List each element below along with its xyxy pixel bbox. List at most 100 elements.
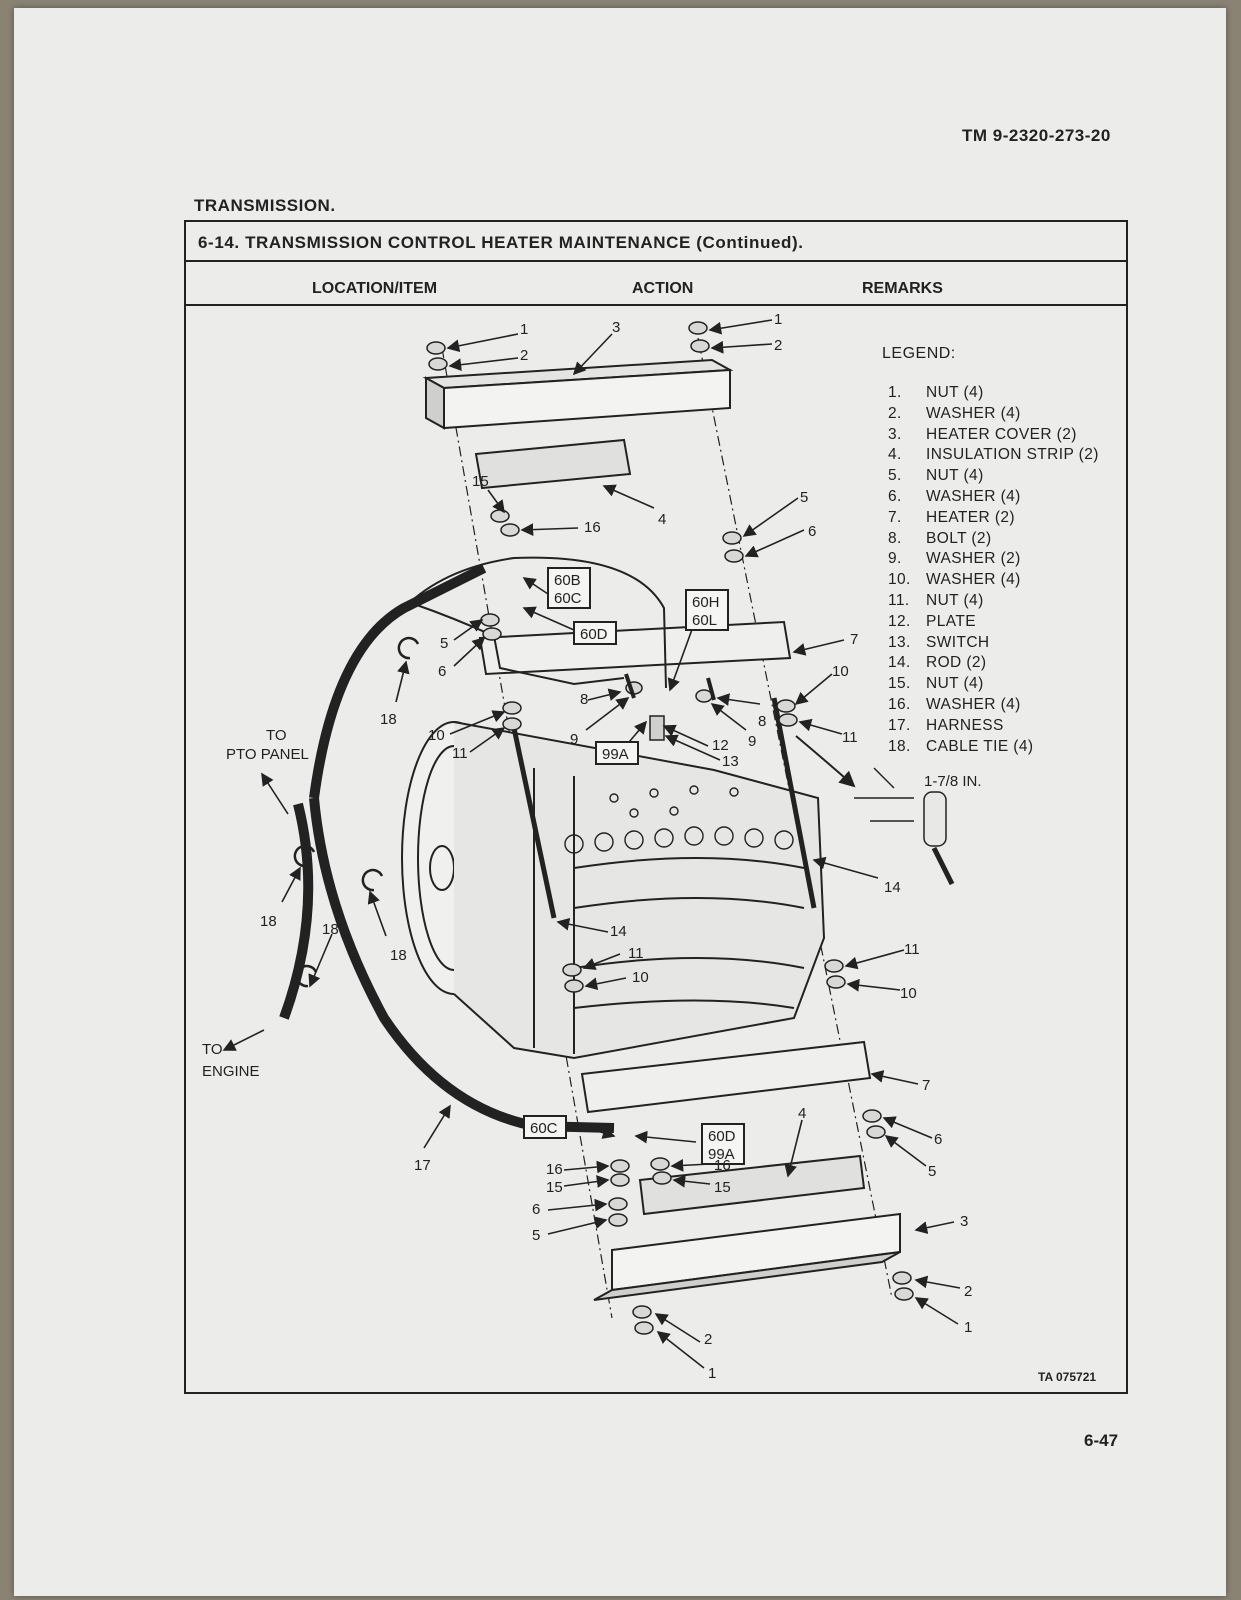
callout: 16 xyxy=(584,519,601,536)
callout: 18 xyxy=(380,711,397,728)
legend-item: 12.PLATE xyxy=(888,612,976,630)
insulation-strip-top xyxy=(474,438,632,490)
rod-left xyxy=(511,727,557,919)
callout: 18 xyxy=(322,921,339,938)
tag-60d: 60D xyxy=(580,626,608,643)
callout: 18 xyxy=(390,947,407,964)
part-callouts: 1 2 3 1 2 15 16 4 5 6 5 6 7 8 8 9 9 10 1… xyxy=(260,311,972,1382)
tag-60c-lower: 60C xyxy=(530,1120,558,1137)
callout: 8 xyxy=(758,713,766,730)
callout: 11 xyxy=(904,941,920,958)
callout: 4 xyxy=(798,1105,806,1122)
callout: 15 xyxy=(546,1179,563,1196)
wire-tags: 60B 60C 60D 60H 60L 99A 60C 60D 99A xyxy=(523,567,745,1165)
callout: 6 xyxy=(934,1131,942,1148)
callout: 9 xyxy=(748,733,756,750)
legend-item: 16.WASHER (4) xyxy=(888,695,1021,713)
note-dimension: 1-7/8 IN. xyxy=(924,773,982,790)
col-header-action: ACTION xyxy=(632,280,694,297)
legend-item: 5.NUT (4) xyxy=(888,467,984,485)
callout: 1 xyxy=(964,1319,972,1336)
callout: 14 xyxy=(884,879,901,896)
heater-cover-bottom xyxy=(593,1212,901,1301)
callout: 3 xyxy=(960,1213,968,1230)
divider-line xyxy=(184,260,1128,262)
tag-60l: 60L xyxy=(692,612,717,629)
callout: 10 xyxy=(900,985,917,1002)
callout: 6 xyxy=(438,663,446,680)
harness xyxy=(309,563,487,799)
callout: 15 xyxy=(472,473,489,490)
legend-item: 14.ROD (2) xyxy=(888,654,987,672)
legend-item: 13.SWITCH xyxy=(888,633,990,651)
legend-list: 1.NUT (4) 2.WASHER (4) 3.HEATER COVER (2… xyxy=(888,384,1099,758)
tag-99a-lower: 99A xyxy=(708,1146,735,1163)
callout: 5 xyxy=(440,635,448,652)
callout: 16 xyxy=(714,1157,731,1174)
callout: 7 xyxy=(922,1077,930,1094)
col-header-location: LOCATION/ITEM xyxy=(312,280,438,297)
callout: 1 xyxy=(520,321,528,338)
callout: 11 xyxy=(842,729,858,746)
callout: 2 xyxy=(520,347,528,364)
divider-line xyxy=(184,304,1128,306)
callout: 3 xyxy=(612,319,620,336)
tag-60h: 60H xyxy=(692,594,720,611)
callout: 15 xyxy=(714,1179,731,1196)
callout: 12 xyxy=(712,737,729,754)
legend-item: 8.BOLT (2) xyxy=(888,529,992,547)
callout: 11 xyxy=(452,745,468,762)
procedure-title: 6-14. TRANSMISSION CONTROL HEATER MAINTE… xyxy=(198,233,804,252)
legend-item: 6.WASHER (4) xyxy=(888,487,1021,505)
callout: 18 xyxy=(260,913,277,930)
exploded-diagram: 60B 60C 60D 60H 60L 99A 60C 60D 99A TO P… xyxy=(202,311,982,1382)
legend-item: 10.WASHER (4) xyxy=(888,571,1021,589)
callout: 13 xyxy=(722,753,739,770)
note-to-engine-2: ENGINE xyxy=(202,1063,260,1080)
callout: 17 xyxy=(414,1157,431,1174)
legend-item: 9.WASHER (2) xyxy=(888,550,1021,568)
tag-60c: 60C xyxy=(554,590,582,607)
callout: 5 xyxy=(928,1163,936,1180)
legend-item: 18.CABLE TIE (4) xyxy=(888,737,1034,755)
callout: 11 xyxy=(628,945,644,962)
legend-item: 15.NUT (4) xyxy=(888,675,984,693)
note-to-pto-2: PTO PANEL xyxy=(226,746,309,763)
tm-number: TM 9-2320-273-20 xyxy=(962,126,1111,145)
callout: 4 xyxy=(658,511,666,528)
heater-bottom xyxy=(580,1040,872,1114)
callout: 2 xyxy=(774,337,782,354)
callout: 8 xyxy=(580,691,588,708)
tag-60b: 60B xyxy=(554,572,581,589)
heater-top xyxy=(478,620,792,676)
rod-right xyxy=(771,697,817,909)
procedure-frame xyxy=(184,220,1128,1394)
note-to-engine-1: TO xyxy=(202,1041,223,1058)
legend-item: 17.HARNESS xyxy=(888,716,1004,734)
callout: 6 xyxy=(808,523,816,540)
callout: 2 xyxy=(964,1283,972,1300)
callout: 2 xyxy=(704,1331,712,1348)
callout: 10 xyxy=(428,727,445,744)
callout: 7 xyxy=(850,631,858,648)
figure-id: TA 075721 xyxy=(1038,1370,1097,1384)
callout: 10 xyxy=(832,663,849,680)
legend-item: 4.INSULATION STRIP (2) xyxy=(888,446,1099,464)
legend-title: LEGEND: xyxy=(882,345,956,362)
page-number: 6-47 xyxy=(1084,1431,1119,1450)
col-header-remarks: REMARKS xyxy=(862,280,943,297)
tag-99a: 99A xyxy=(602,746,629,763)
callout: 16 xyxy=(546,1161,563,1178)
note-to-pto-1: TO xyxy=(266,727,287,744)
callout: 10 xyxy=(632,969,649,986)
callout: 14 xyxy=(610,923,627,940)
callout: 5 xyxy=(532,1227,540,1244)
callout: 1 xyxy=(708,1365,716,1382)
legend-item: 2.WASHER (4) xyxy=(888,404,1021,422)
legend-item: 11.NUT (4) xyxy=(888,591,984,609)
callout: 5 xyxy=(800,489,808,506)
transmission-housing xyxy=(401,721,826,1060)
legend-item: 1.NUT (4) xyxy=(888,384,984,401)
section-title: TRANSMISSION. xyxy=(194,196,336,215)
callout: 1 xyxy=(774,311,782,328)
